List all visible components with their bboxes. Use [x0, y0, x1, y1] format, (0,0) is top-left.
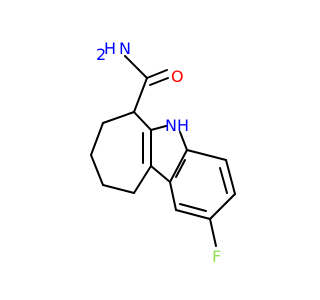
- bond-amide-c-n: [124, 55, 148, 79]
- amide-sub-text: 2: [96, 45, 106, 64]
- fluorine-label: F: [212, 247, 221, 266]
- bond-n-c8a: [179, 131, 188, 151]
- bond-c7-c7a: [133, 111, 152, 131]
- molecule-structure: H 2 N O N H F: [90, 39, 236, 266]
- bond-lines: [90, 55, 236, 247]
- bond-c5b-c4a: [169, 181, 177, 211]
- bond-c8-c7b-inner: [219, 167, 228, 194]
- bond-c4-c3: [102, 184, 135, 194]
- bond-c8a-c4a: [169, 149, 188, 183]
- bond-c8a-c8: [186, 149, 227, 161]
- bond-c6b-c5b-inner: [179, 203, 207, 212]
- bond-c3a-c4a: [150, 165, 171, 183]
- bond-c7a-n: [150, 125, 167, 131]
- indole-nh-label: N H: [165, 116, 189, 135]
- bond-c6b-c5b: [175, 209, 211, 220]
- bond-c7-c6: [102, 111, 135, 124]
- bond-c3-c3a: [133, 165, 152, 194]
- bond-c-f: [209, 218, 217, 247]
- amide-h-text: H: [104, 39, 116, 58]
- carbonyl-o-label: O: [171, 67, 184, 86]
- bond-c8a-c4a-inner: [175, 159, 186, 178]
- bond-carbonyl-1: [146, 69, 168, 79]
- bond-carbonyl-2: [149, 77, 169, 86]
- amide-n-text: N: [119, 39, 131, 58]
- bond-c6-c5: [90, 122, 104, 156]
- bond-c7b-c6b: [209, 193, 236, 220]
- amide-nh2-label: H 2 N: [96, 39, 131, 64]
- indole-n-text: N: [165, 116, 177, 135]
- bond-c8-c7b: [225, 159, 236, 195]
- bond-c5-c4: [90, 154, 104, 186]
- indole-h-text: H: [177, 116, 189, 135]
- bond-amide-c7: [133, 77, 148, 113]
